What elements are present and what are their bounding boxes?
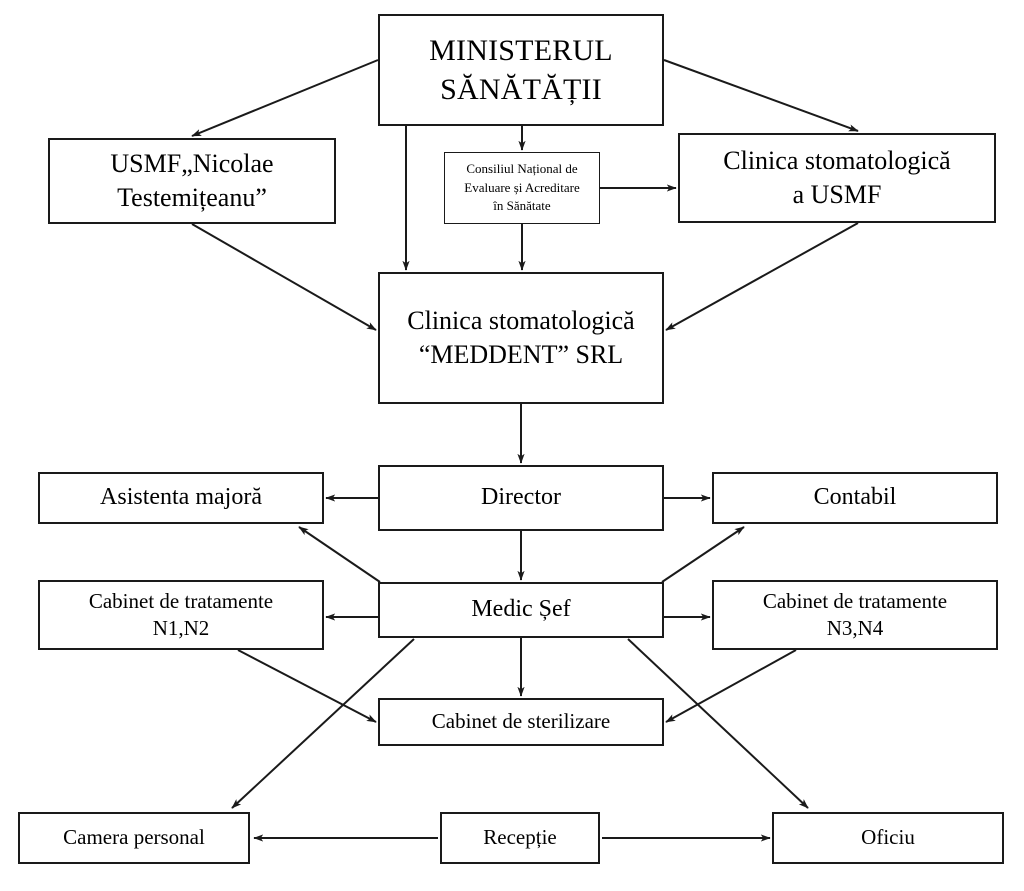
edge-cabinet-34-sterilizare [665,649,797,723]
node-director[interactable]: Director [378,465,664,531]
edge-cabinet-12-sterilizare [237,649,377,723]
node-medic-sef[interactable]: Medic Șef [378,582,664,638]
node-consiliul-national[interactable]: Consiliul Național de Evaluare și Acredi… [444,152,600,224]
edge-usmf-meddent [191,223,377,331]
node-oficiu[interactable]: Oficiu [772,812,1004,864]
node-receptie[interactable]: Recepție [440,812,600,864]
edge-medic-sef-contabil [661,526,745,583]
node-asistenta-majora[interactable]: Asistenta majoră [38,472,324,524]
node-ministerul-sanatatii[interactable]: MINISTERUL SĂNĂTĂȚII [378,14,664,126]
node-camera-personal[interactable]: Camera personal [18,812,250,864]
node-contabil[interactable]: Contabil [712,472,998,524]
edge-medic-sef-asistenta [298,526,381,583]
node-cabinet-sterilizare[interactable]: Cabinet de sterilizare [378,698,664,746]
node-clinica-stomatologica-usmf[interactable]: Clinica stomatologică a USMF [678,133,996,223]
node-cabinet-tratamente-n1-n2[interactable]: Cabinet de tratamente N1,N2 [38,580,324,650]
edge-ministerul-clinica-usmf [663,59,859,132]
node-clinica-meddent-srl[interactable]: Clinica stomatologică “MEDDENT” SRL [378,272,664,404]
edge-ministerul-usmf [191,59,379,137]
edge-clinica-usmf-meddent [665,222,859,331]
node-cabinet-tratamente-n3-n4[interactable]: Cabinet de tratamente N3,N4 [712,580,998,650]
node-usmf-nicolae-testemiteanu[interactable]: USMF„Nicolae Testemițeanu” [48,138,336,224]
